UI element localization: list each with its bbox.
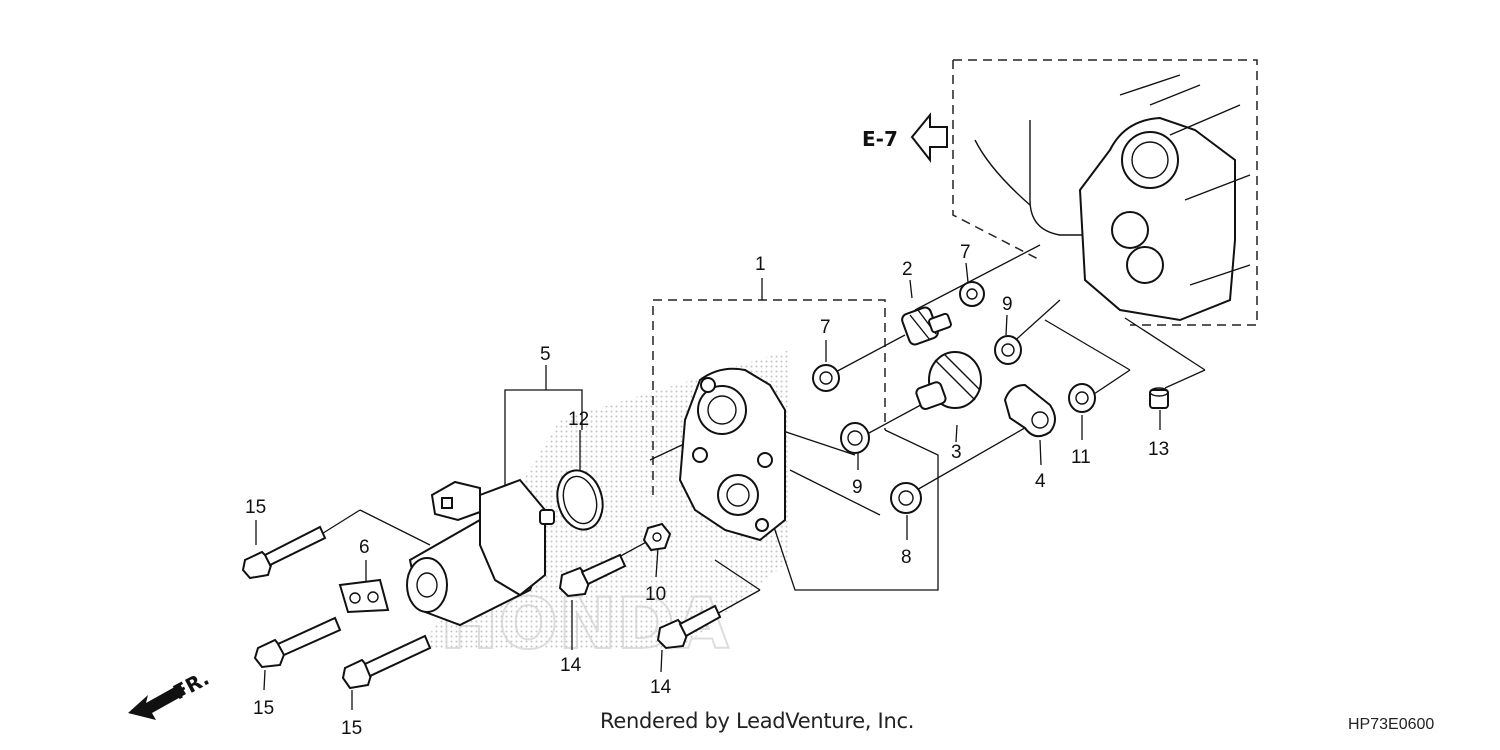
callout-15a: 15 [245,497,266,518]
part-gear-small[interactable] [900,306,952,346]
callout-7b: 7 [960,242,971,263]
callout-1: 1 [755,254,766,275]
front-direction: FR. [128,666,213,720]
part-bolt-15c[interactable] [341,634,432,690]
callout-6: 6 [359,537,370,558]
callout-10: 10 [645,584,666,605]
part-bearing-11[interactable] [1068,383,1096,413]
part-bolt-15b[interactable] [253,616,342,669]
callout-14a: 14 [560,655,582,676]
part-bolt-14b[interactable] [656,604,722,650]
part-arm[interactable] [1003,383,1056,438]
part-nut[interactable] [642,522,672,552]
callout-4: 4 [1035,471,1046,492]
callout-11: 11 [1071,447,1091,468]
group-outline-1 [652,299,886,495]
part-dowel-pin[interactable] [1149,387,1169,409]
ref-label: E-7 [862,127,898,151]
part-bolt-14a[interactable] [558,553,627,598]
callout-7a: 7 [820,317,831,338]
crankcase-reference [952,59,1258,326]
part-bolt-15a[interactable] [241,525,327,580]
callout-8: 8 [901,547,912,568]
front-direction-arrow-icon [128,684,186,720]
part-gear-large[interactable] [915,351,982,411]
callout-13: 13 [1148,439,1169,460]
callout-9b: 9 [1002,294,1013,315]
part-bearing-7a[interactable] [812,364,840,392]
part-plate[interactable] [338,578,390,614]
callout-3: 3 [951,442,962,463]
hollow-arrow-left-icon [910,112,948,163]
callout-14b: 14 [650,677,672,698]
part-motor[interactable] [406,478,555,627]
callout-15b: 15 [253,698,274,719]
callout-12: 12 [568,409,589,430]
part-bearing-7b[interactable] [959,281,985,307]
footer-credit: Rendered by LeadVenture, Inc. [600,709,915,733]
part-bearing-9a[interactable] [840,422,870,454]
callout-9a: 9 [852,477,863,498]
callout-2: 2 [902,259,913,280]
part-bearing-8[interactable] [890,482,922,514]
callout-5: 5 [540,344,551,365]
part-o-ring[interactable] [551,465,609,534]
diagram-code: HP73E0600 [1348,716,1435,733]
part-cover-housing[interactable] [678,367,786,542]
group-leader-1 [769,429,939,591]
reference-arrow[interactable]: E-7 [862,112,948,163]
callouts: 1 2 3 4 5 6 7 7 8 9 9 10 11 12 13 14 14 … [245,242,1169,739]
group-bracket-5 [504,389,583,490]
part-bearing-9b[interactable] [994,335,1022,365]
callout-15c: 15 [341,718,362,739]
